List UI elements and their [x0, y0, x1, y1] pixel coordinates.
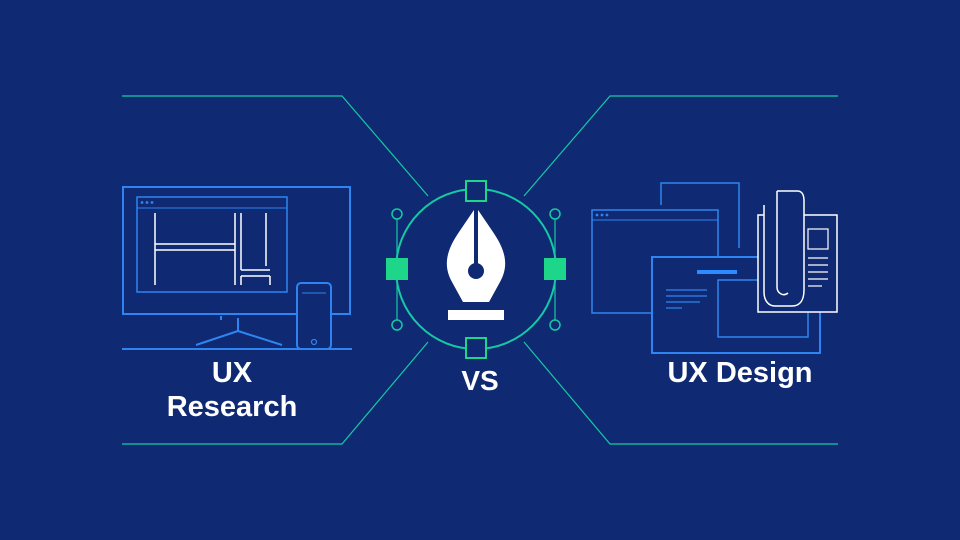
- top-left-connector: [122, 95, 429, 197]
- design-windows: [591, 182, 838, 354]
- bottom-right-connector: [523, 341, 838, 445]
- document-icon: [757, 190, 838, 313]
- smartphone-icon: [296, 282, 332, 350]
- top-right-connector: [523, 95, 838, 197]
- top-handle: [465, 180, 487, 202]
- ux-research-title: UX Research: [142, 356, 322, 424]
- left-handle: [386, 258, 408, 280]
- pen-tool-graphic: [386, 180, 566, 359]
- right-handle: [544, 258, 566, 280]
- connector-lines: [122, 95, 838, 445]
- ux-research-line2: Research: [166, 391, 298, 423]
- bottom-handle: [465, 337, 487, 359]
- wireframe-layout: [154, 213, 271, 285]
- bottom-left-connector: [122, 341, 429, 445]
- vs-label: VS: [461, 365, 499, 396]
- ux-design-title: UX Design: [667, 357, 813, 389]
- ux-research-line1: UX: [211, 357, 253, 389]
- pen-nib-icon: [446, 205, 506, 320]
- browser-window-research: [136, 196, 288, 293]
